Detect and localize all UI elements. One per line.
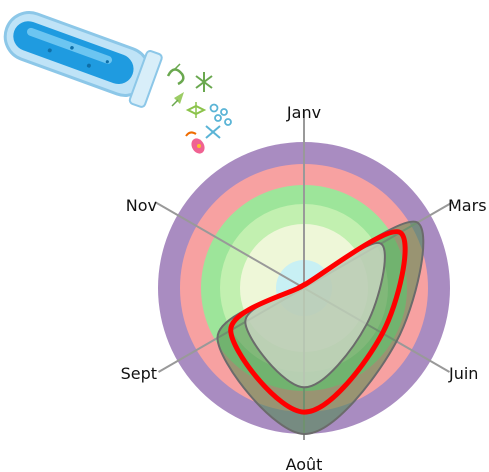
microorganism-icon: [166, 63, 185, 86]
month-label: Janv: [286, 103, 321, 122]
month-label: Mars: [448, 196, 487, 215]
month-label: Juin: [448, 364, 478, 383]
microorganism-icon: [205, 125, 221, 139]
microorganism-icon: [171, 92, 184, 107]
microorganism-icon: [209, 103, 232, 126]
plankton-series: [216, 220, 425, 436]
test-tube-icon: [3, 11, 163, 108]
month-axis: [154, 201, 305, 289]
microorganism-icon: [166, 63, 232, 154]
month-label: Août: [286, 455, 323, 472]
month-label: Nov: [126, 196, 157, 215]
microorganism-icon: [185, 131, 205, 154]
month-label: Sept: [121, 364, 157, 383]
microorganism-icon: [195, 72, 213, 92]
microorganism-icon: [185, 102, 207, 118]
series-line: [228, 229, 408, 415]
